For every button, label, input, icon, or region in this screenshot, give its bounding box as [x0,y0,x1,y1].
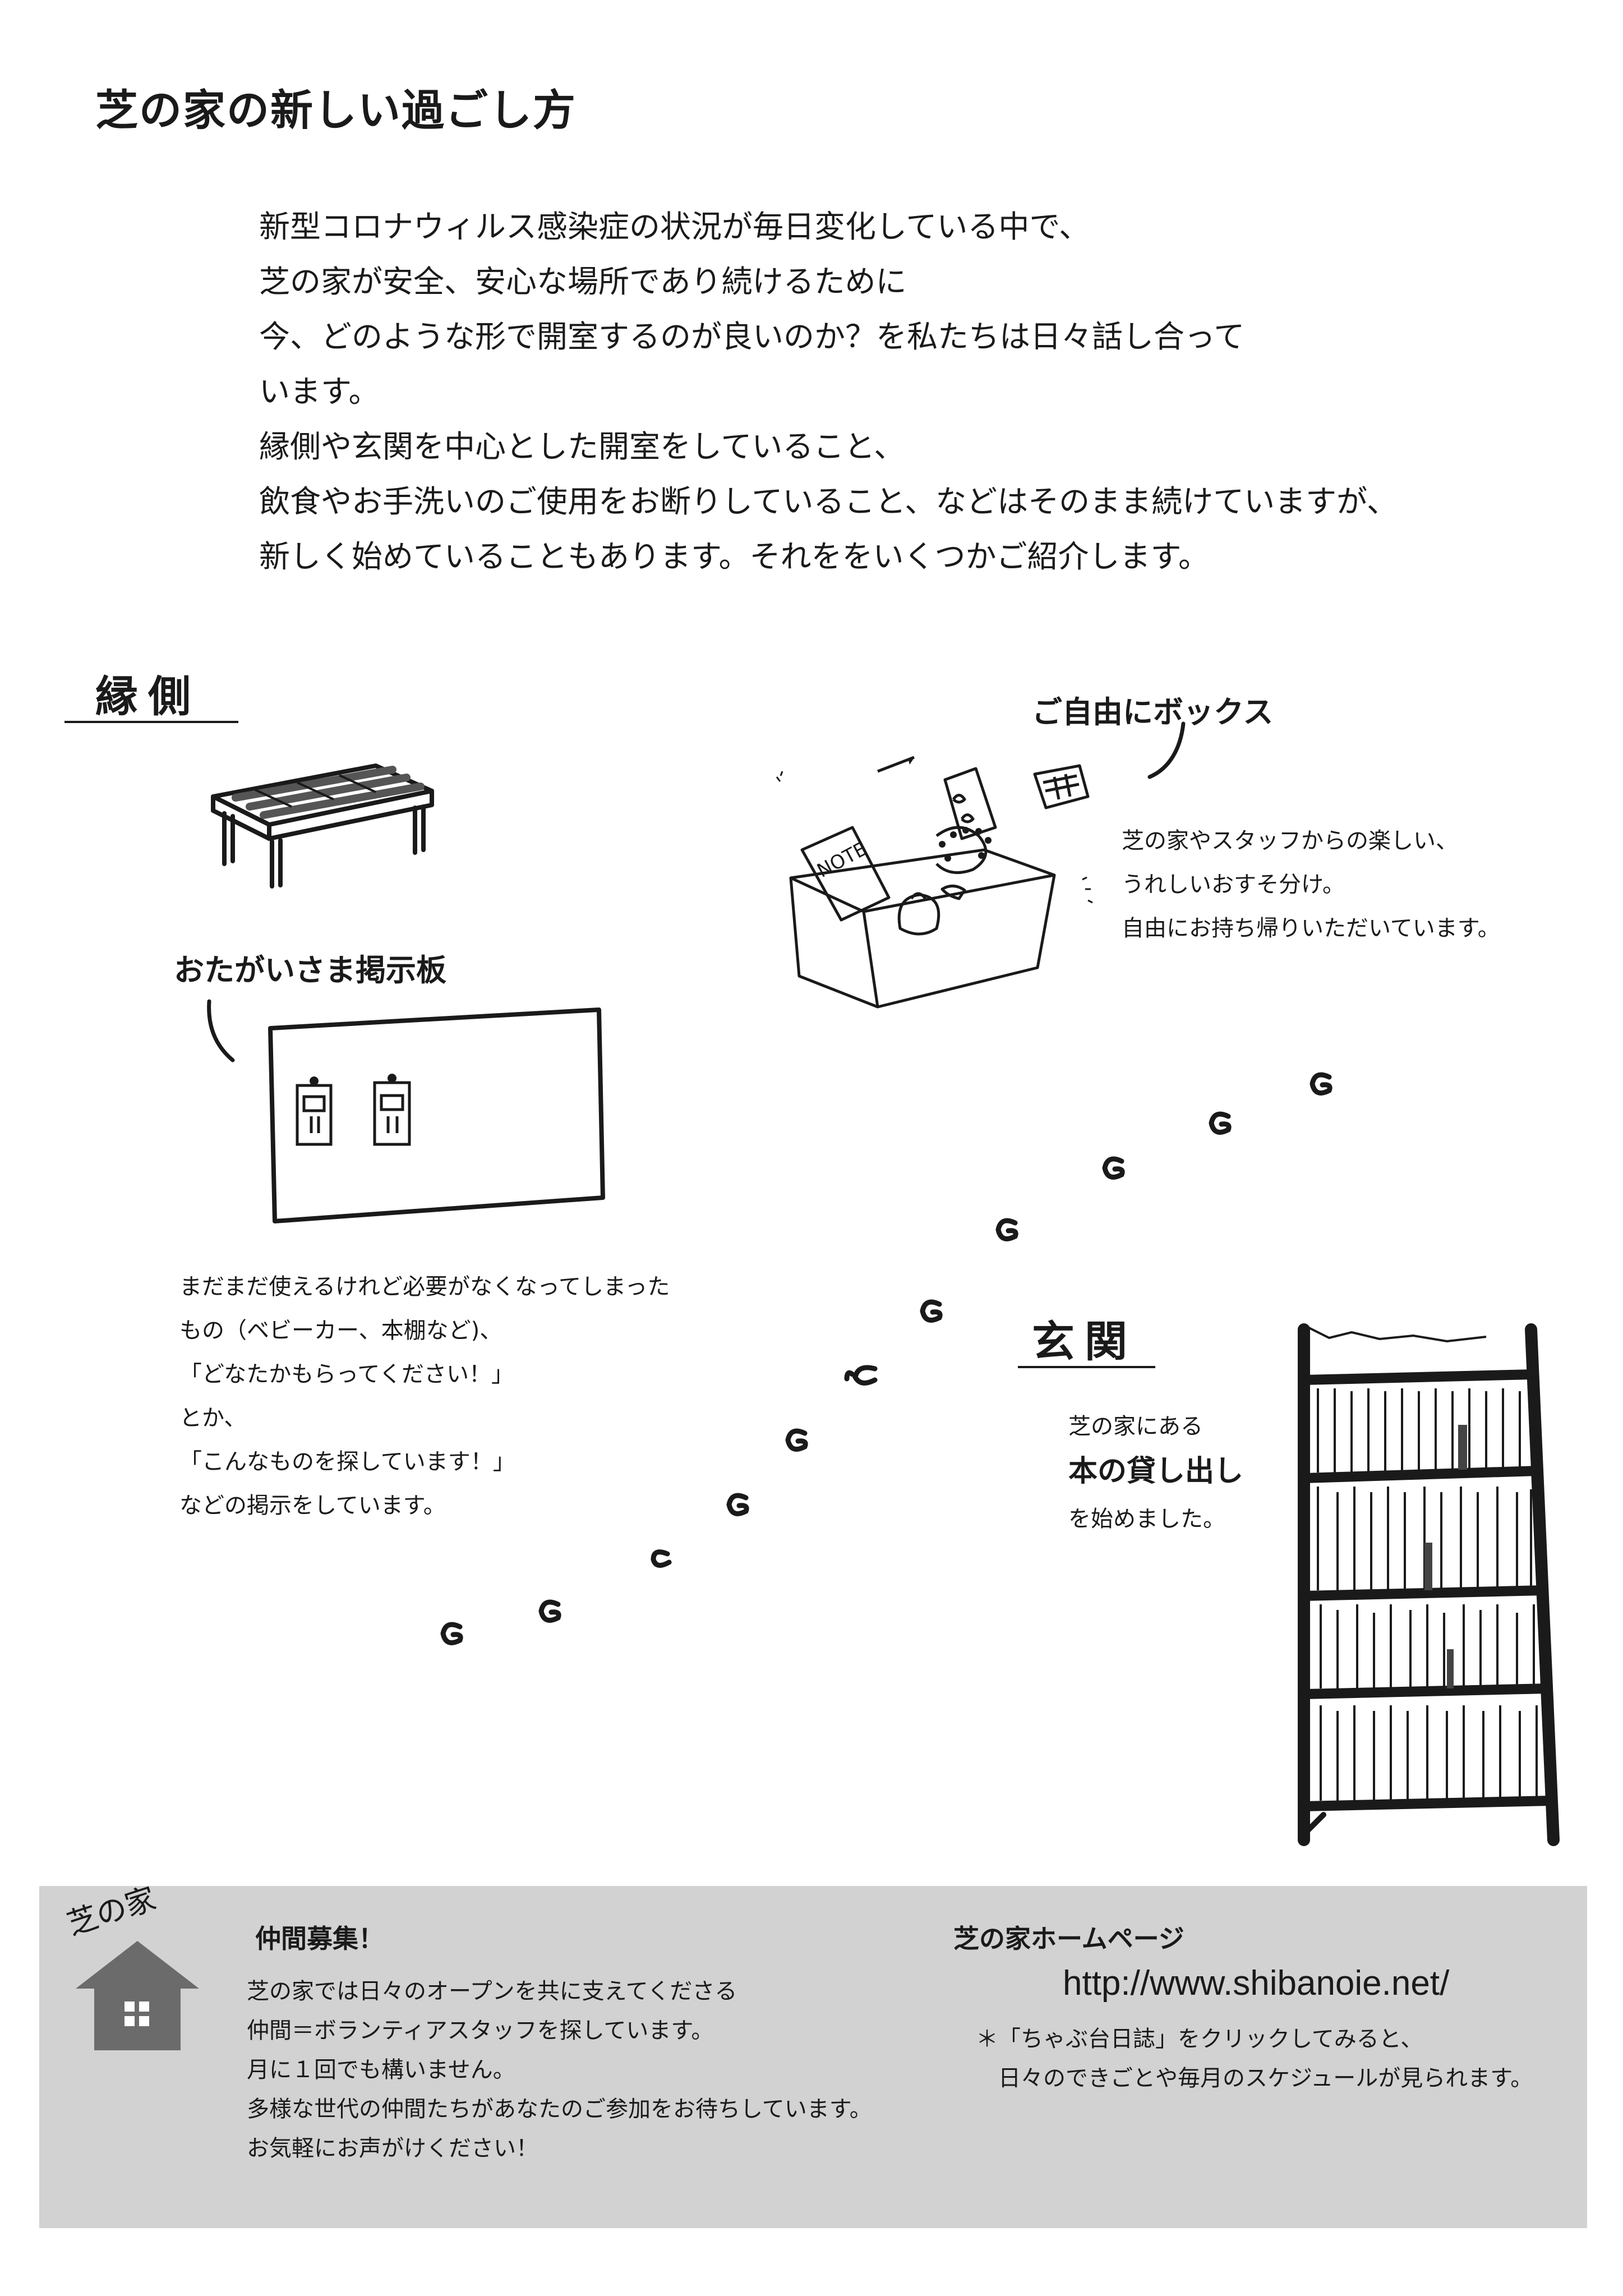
footer-panel [39,1886,1587,2228]
intro-line: 芝の家が安全、安心な場所であり続けるために [259,264,907,300]
engawa-heading: 縁側 [95,671,201,721]
board-text-line: 「どなたかもらってください！」 [179,1361,514,1387]
footprint-trail-illustration [440,1072,1332,1645]
footprint-icon [440,1622,463,1645]
footprint-icon [1310,1072,1332,1096]
genkan-line-3: を始めました。 [1068,1506,1225,1532]
free-box-text-line: 自由にお持ち帰りいただいています。 [1122,915,1500,941]
genkan-highlight: 本の貸し出し [1068,1455,1244,1488]
intro-line: 縁側や玄関を中心とした開室をしていること、 [259,429,905,464]
intro-line: 新型コロナウィルス感染症の状況が毎日変化している中で、 [259,209,1090,245]
board-label: おたがいさま掲示板 [174,953,446,988]
homepage-note-line: ＊「ちゃぶ台日誌」をクリックしてみると、 [976,2026,1423,2052]
board-text-line: 「こんなものを探しています！」 [179,1449,515,1475]
homepage-note-line: 日々のできごとや毎月のスケジュールが見られます。 [998,2065,1533,2091]
pointer-stroke-icon [207,999,235,1062]
footprint-icon [1209,1111,1232,1135]
recruit-line: お気軽にお声がけください！ [247,2136,538,2161]
intro-line: 新しく始めていることもあります。それををいくつかご紹介します。 [259,539,1210,574]
footprint-icon [1102,1156,1125,1180]
homepage-url-link[interactable]: http://www.shibanoie.net/ [1063,1964,1450,2003]
recruit-line: 多様な世代の仲間たちがあなたのご参加をお待ちしています。 [247,2096,872,2122]
board-text-line: とか、 [179,1405,247,1431]
footprint-icon [844,1365,878,1386]
intro-paragraph: 新型コロナウィルス感染症の状況が毎日変化している中で、 芝の家が安全、安心な場所… [259,199,1549,584]
footprint-icon [538,1599,561,1623]
footprint-icon [726,1493,749,1516]
bookshelf-illustration [1298,1323,1560,1846]
free-box-description: 芝の家やスタッフからの楽しい、 うれしいおすそ分け。 自由にお持ち帰りいただいて… [1122,819,1500,950]
board-text-line: などの掲示をしています。 [179,1493,446,1519]
bulletin-board-illustration [268,1007,605,1223]
recruit-line: 芝の家では日々のオープンを共に支えてくださる [247,1978,737,2004]
intro-line: 飲食やお手洗いのご使用をお断りしていること、などはそのまま続けていますが、 [259,484,1398,519]
intro-line: 今、どのような形で開室するのが良いのか？を私たちは日々話し合って [259,319,1245,355]
footprint-icon [920,1299,943,1323]
recruit-line: 仲間＝ボランティアスタッフを探しています。 [247,2018,714,2044]
footprint-icon [785,1428,808,1452]
recruit-heading: 仲間募集！ [255,1924,384,1954]
free-box-text-line: うれしいおすそ分け。 [1122,872,1345,898]
genkan-heading: 玄関 [1032,1317,1137,1366]
house-logo-icon [76,1941,199,2050]
free-box-illustration: NOTE [776,756,1093,1009]
note-label: NOTE [813,838,870,882]
board-text-line: まだまだ使えるけれど必要がなくなってしまった [179,1274,670,1300]
board-description: まだまだ使えるけれど必要がなくなってしまった もの（ベビーカー、本棚など)、 「… [179,1265,670,1527]
free-box-label: ご自由にボックス [1032,694,1274,730]
bench-illustration [211,763,434,889]
intro-line: います。 [259,374,380,409]
free-box-text-line: 芝の家やスタッフからの楽しい、 [1122,828,1458,854]
recruit-line: 月に１回でも構いません。 [247,2057,515,2083]
footprint-icon [995,1218,1018,1241]
page-title: 芝の家の新しい過ごし方 [95,85,577,135]
homepage-note: ＊「ちゃぶ台日誌」をクリックしてみると、 日々のできごとや毎月のスケジュールが見… [976,2019,1533,2098]
homepage-heading: 芝の家ホームページ [953,1924,1184,1954]
genkan-underline [1018,1366,1155,1368]
engawa-underline [64,721,238,723]
recruit-body: 芝の家では日々のオープンを共に支えてくださる 仲間＝ボランティアスタッフを探して… [247,1972,872,2168]
pointer-stroke-icon [1147,721,1186,779]
board-text-line: もの（ベビーカー、本棚など)、 [179,1318,502,1343]
genkan-line-1: 芝の家にある [1068,1414,1203,1439]
footprint-icon [651,1549,672,1568]
